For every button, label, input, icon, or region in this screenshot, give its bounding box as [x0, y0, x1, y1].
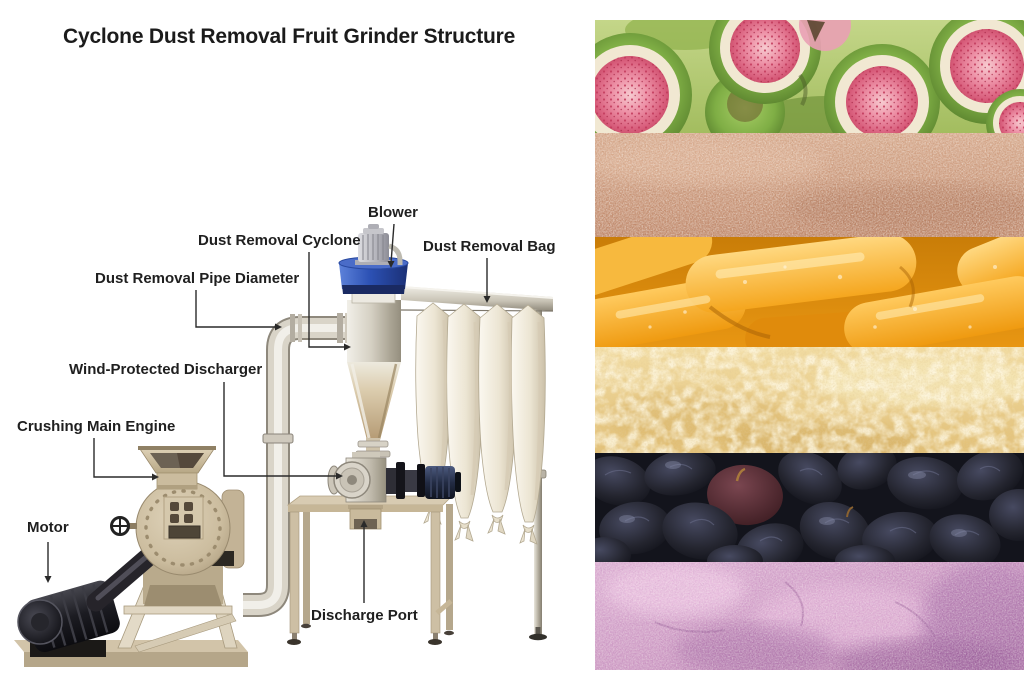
gallery-photo-grape-powder: [595, 562, 1024, 670]
gallery-photo-dried-mango: [595, 237, 1024, 347]
cyclone-cone: [347, 362, 401, 440]
gallery-photo-black-raisins: [595, 453, 1024, 562]
bolt-ring: [144, 489, 222, 567]
label-dust-removal-bag: Dust Removal Bag: [423, 238, 556, 255]
pipe-flange: [262, 433, 294, 444]
leader-arrowheads: [44, 261, 491, 583]
blower-motor: [355, 224, 403, 265]
product-gallery: [595, 20, 1024, 670]
label-motor: Motor: [27, 519, 69, 536]
mill-motor: [17, 535, 172, 657]
cyclone-barrel: [347, 300, 401, 362]
gallery-photo-fresh-figs: [595, 20, 1024, 133]
pole-foot: [529, 633, 547, 641]
leader-lines: [47, 223, 488, 603]
label-wind-protected-discharger: Wind-Protected Discharger: [69, 361, 263, 378]
mill-handwheel: [110, 516, 137, 536]
discharge-stand: [286, 495, 454, 645]
label-blower: Blower: [368, 204, 419, 221]
label-dust-removal-pipe-diameter: Dust Removal Pipe Diameter: [95, 270, 300, 287]
page-title: Cyclone Dust Removal Fruit Grinder Struc…: [63, 25, 516, 48]
dust-removal-cyclone: [338, 224, 409, 460]
feed-hopper: [138, 446, 216, 490]
crushing-main-engine: [14, 446, 248, 667]
label-dust-removal-cyclone: Dust Removal Cyclone: [198, 232, 361, 249]
label-crushing-main-engine: Crushing Main Engine: [17, 418, 176, 435]
gallery-photo-mango-powder: [595, 347, 1024, 453]
gallery-photo-fig-powder: [595, 133, 1024, 237]
discharger-motor: [425, 466, 461, 499]
label-discharge-port: Discharge Port: [311, 607, 418, 624]
discharger-couplings: [386, 462, 425, 499]
cyclone-blue-drum: [339, 263, 408, 289]
machine-diagram: [14, 223, 554, 667]
dust-removal-pipe: [243, 313, 352, 617]
